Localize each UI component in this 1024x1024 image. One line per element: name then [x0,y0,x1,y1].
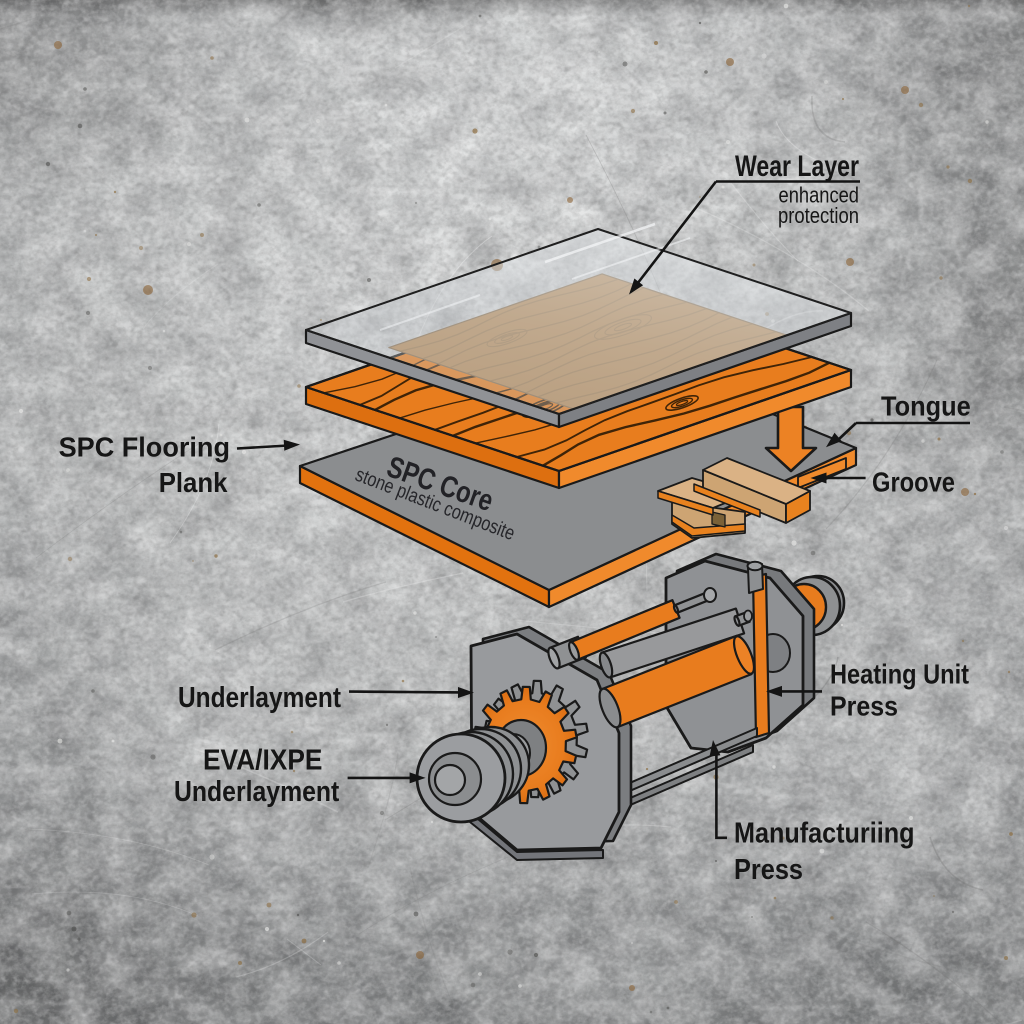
svg-text:Manufacturiing: Manufacturiing [734,818,915,850]
svg-text:Groove: Groove [872,467,955,498]
svg-text:Underlayment: Underlayment [178,682,341,714]
svg-text:SPC Flooring: SPC Flooring [59,432,230,463]
svg-text:Press: Press [830,691,898,722]
svg-text:Wear Layer: Wear Layer [735,150,859,183]
svg-text:Press: Press [734,854,803,886]
svg-text:protection: protection [778,203,859,228]
svg-text:Heating Unit: Heating Unit [830,659,969,690]
svg-text:Plank: Plank [159,467,228,498]
svg-text:enhanced: enhanced [779,183,860,208]
svg-text:Underlayment: Underlayment [174,776,340,808]
svg-text:Tongue: Tongue [881,391,971,422]
svg-text:EVA/IXPE: EVA/IXPE [203,745,323,777]
